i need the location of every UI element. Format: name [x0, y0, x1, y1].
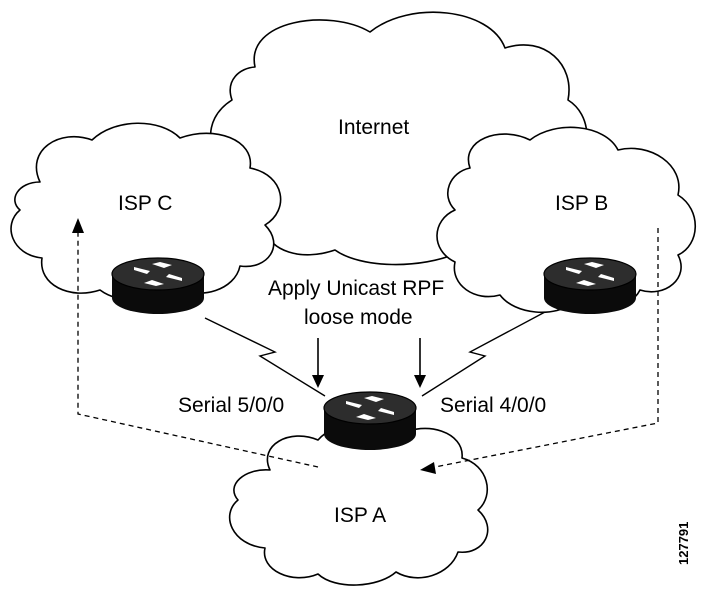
isp-a-label: ISP A	[334, 504, 386, 527]
rpf-annotation-line1: Apply Unicast RPF	[268, 277, 444, 300]
rpf-pointer-left-head	[312, 375, 324, 388]
serial-link-isp-b	[421, 311, 546, 397]
figure-id: 127791	[676, 522, 691, 565]
serial-4-0-0-label: Serial 4/0/0	[440, 394, 546, 417]
traffic-path-left	[77, 228, 319, 468]
arrow-head-isp-a	[420, 462, 436, 474]
serial-5-0-0-label: Serial 5/0/0	[178, 394, 284, 417]
internet-label: Internet	[338, 116, 409, 139]
isp-b-label: ISP B	[555, 192, 608, 215]
router-isp-b	[543, 257, 637, 314]
isp-c-cloud	[10, 122, 282, 302]
router-isp-a	[323, 391, 417, 450]
rpf-pointer-right-head	[414, 375, 426, 388]
router-isp-c	[111, 257, 205, 314]
isp-c-label: ISP C	[118, 192, 172, 215]
rpf-annotation-line2: loose mode	[304, 306, 413, 329]
traffic-path-right	[429, 228, 659, 469]
serial-link-isp-c	[204, 317, 326, 397]
arrow-head-isp-c	[72, 218, 84, 233]
